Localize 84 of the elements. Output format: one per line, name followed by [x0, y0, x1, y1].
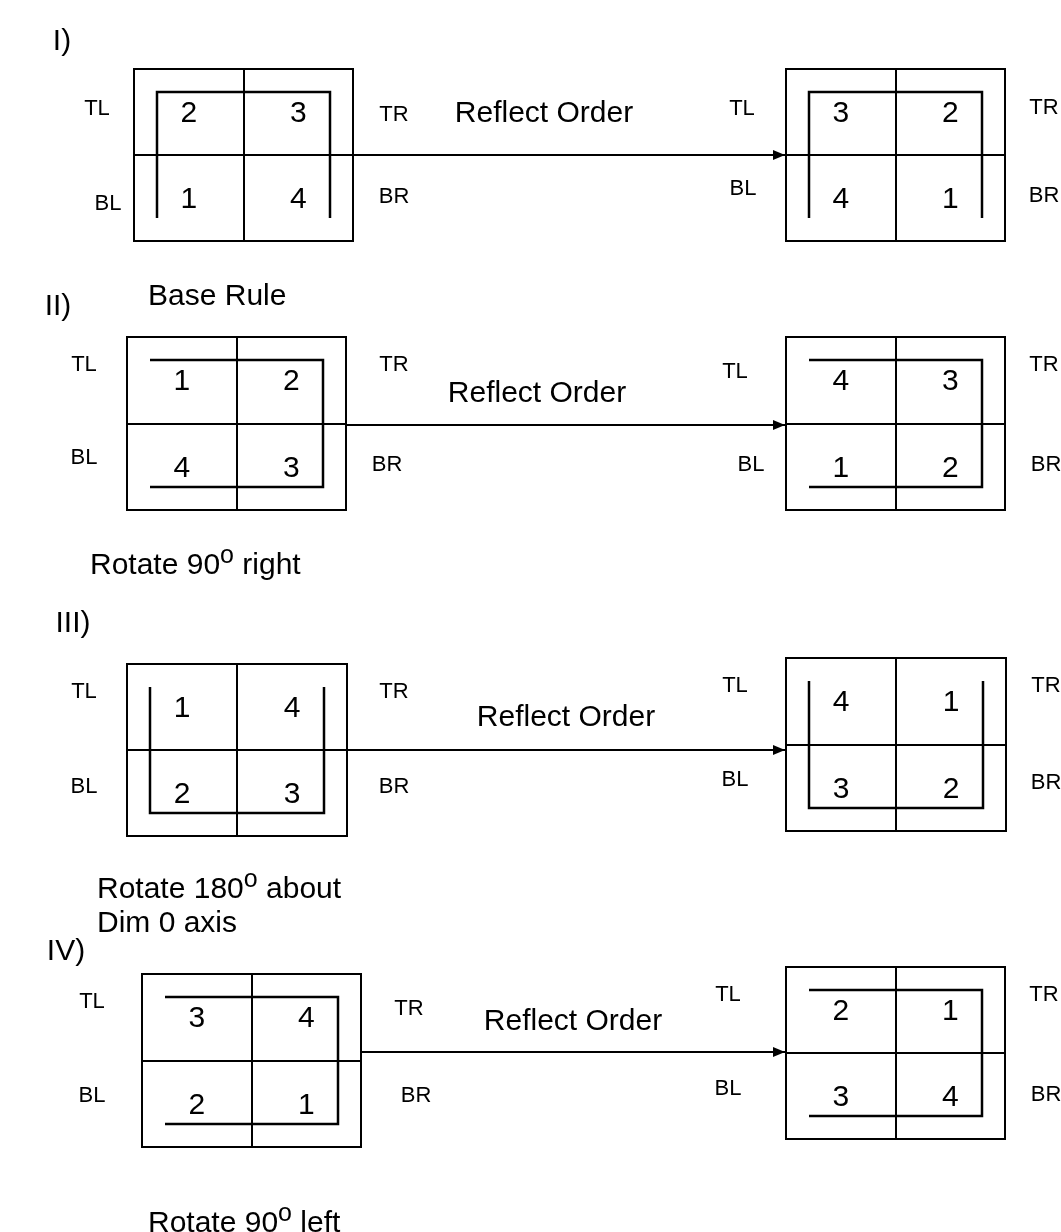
grid-cell: 4: [787, 338, 896, 424]
corner-label: TL: [71, 351, 97, 377]
section-number: III): [55, 605, 91, 639]
corner-label: TR: [394, 995, 424, 1021]
node-label: Rotate 180$^{o}$ about Dim 0 axis: [97, 863, 343, 939]
grid-cell: 4: [251, 975, 360, 1061]
corner-label: BL: [70, 444, 98, 470]
corner-label: TL: [722, 672, 748, 698]
grid-cell: 1: [135, 155, 244, 240]
corner-label: BR: [1030, 451, 1061, 477]
arrow: [346, 420, 786, 430]
grid-cell: 2: [143, 1060, 252, 1146]
corner-label: BR: [378, 183, 410, 209]
arrow: [361, 1047, 786, 1057]
grid-box: [141, 973, 362, 1148]
node-label: Base Rule: [148, 278, 288, 312]
corner-label: BL: [737, 451, 765, 477]
corner-label: BL: [721, 766, 749, 792]
grid-cell: 3: [787, 1053, 896, 1138]
grid-cell: 2: [236, 338, 345, 424]
grid-cell: 1: [895, 155, 1004, 240]
grid-box: [785, 68, 1006, 242]
grid-cell: 4: [787, 659, 896, 745]
grid-box: [133, 68, 354, 242]
corner-label: TL: [715, 981, 741, 1007]
arrow: [347, 745, 786, 755]
grid-cell: 1: [895, 968, 1004, 1053]
grid-cell: 2: [787, 968, 896, 1053]
grid-cell: 4: [787, 155, 896, 240]
corner-label: BL: [714, 1075, 742, 1101]
grid-cell: 2: [128, 750, 237, 835]
corner-label: BL: [70, 773, 98, 799]
grid-cell: 3: [243, 70, 352, 155]
section-number: IV): [46, 933, 86, 967]
grid-cell: 4: [243, 155, 352, 240]
corner-label: TL: [71, 678, 97, 704]
corner-label: TR: [379, 678, 409, 704]
grid-cell: 2: [895, 70, 1004, 155]
corner-label: TL: [729, 95, 755, 121]
corner-label: TR: [379, 351, 409, 377]
corner-label: TR: [1029, 981, 1059, 1007]
grid-box: [785, 657, 1007, 832]
grid-cell: 1: [787, 423, 896, 509]
section-number: II): [44, 288, 72, 322]
corner-label: TL: [84, 95, 110, 121]
arrow: [353, 150, 786, 160]
node-label: Rotate 90$^{o}$ left: [148, 1197, 342, 1232]
grid-cell: 2: [896, 744, 1005, 830]
grid-cell: 4: [128, 423, 237, 509]
corner-label: TR: [379, 101, 409, 127]
corner-label: BR: [371, 451, 403, 477]
corner-label: TR: [1031, 672, 1061, 698]
grid-cell: 3: [787, 744, 896, 830]
grid-box: [126, 663, 348, 837]
grid-cell: 4: [237, 665, 346, 750]
corner-label: BR: [400, 1082, 432, 1108]
corner-label: TL: [79, 988, 105, 1014]
corner-label: TL: [722, 358, 748, 384]
grid-cell: 1: [128, 665, 237, 750]
grid-cell: 3: [236, 423, 345, 509]
corner-label: BL: [78, 1082, 106, 1108]
grid-cell: 1: [251, 1060, 360, 1146]
corner-label: TR: [1029, 351, 1059, 377]
grid-cell: 1: [896, 659, 1005, 745]
grid-cell: 1: [128, 338, 237, 424]
grid-box: [785, 966, 1006, 1140]
corner-label: BR: [1030, 1081, 1061, 1107]
grid-cell: 4: [895, 1053, 1004, 1138]
grid-cell: 3: [143, 975, 252, 1061]
grid-box: [126, 336, 347, 511]
grid-cell: 3: [895, 338, 1004, 424]
corner-label: BL: [94, 190, 122, 216]
grid-cell: 3: [787, 70, 896, 155]
corner-label: BR: [378, 773, 410, 799]
node-label: Rotate 90$^{o}$ right: [90, 539, 302, 581]
grid-cell: 2: [895, 423, 1004, 509]
grid-cell: 3: [237, 750, 346, 835]
section-number: I): [52, 23, 72, 57]
corner-label: TR: [1029, 94, 1059, 120]
grid-cell: 2: [135, 70, 244, 155]
corner-label: BR: [1030, 769, 1061, 795]
grid-box: [785, 336, 1006, 511]
corner-label: BL: [729, 175, 757, 201]
corner-label: BR: [1028, 182, 1060, 208]
